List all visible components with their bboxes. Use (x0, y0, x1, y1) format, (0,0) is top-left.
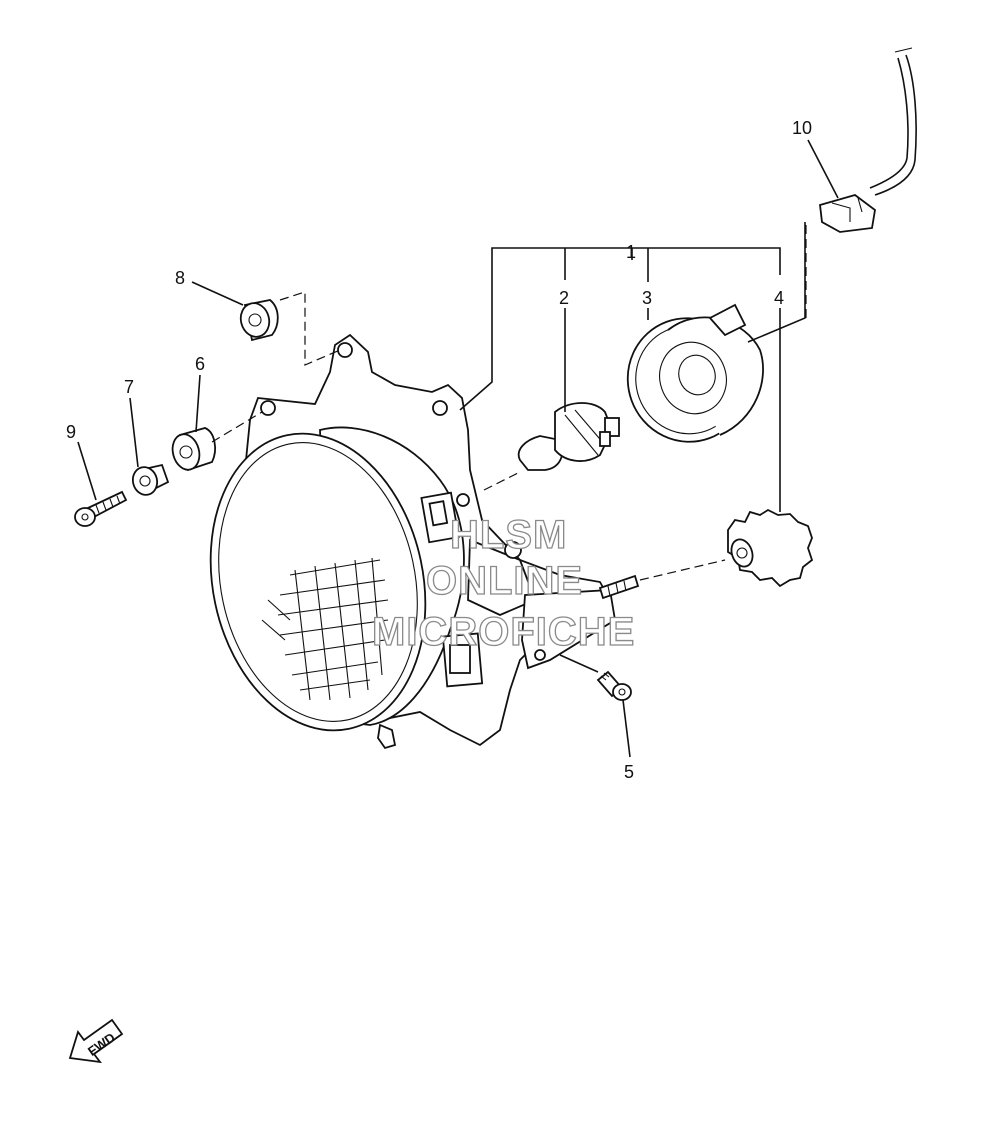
part-10-connector (819, 47, 917, 233)
headlight-unit (209, 426, 537, 750)
adjuster-screw (598, 574, 640, 600)
callout-7: 7 (124, 377, 134, 397)
part-6-grommet (171, 427, 216, 472)
watermark-line-3: MICROFICHE (372, 610, 635, 654)
callout-8: 8 (175, 268, 185, 288)
callout-10: 10 (792, 118, 812, 138)
assembly-lines (211, 225, 807, 581)
callout-1: 1 (626, 242, 636, 262)
part-2-bulb (517, 402, 620, 471)
watermark-line-1: HLSM (450, 513, 567, 557)
callout-2: 2 (559, 288, 569, 308)
lens-pattern (261, 557, 389, 701)
callout-9: 9 (66, 422, 76, 442)
callout-3: 3 (642, 288, 652, 308)
leader-lines (77, 139, 839, 758)
watermark-line-2: ONLINE (426, 559, 583, 603)
part-9-bolt (74, 490, 128, 527)
part-7-collar (131, 463, 170, 496)
watermark: HLSM ONLINE MICROFICHE (371, 512, 635, 654)
part-8-grommet (239, 299, 279, 342)
callout-4: 4 (774, 288, 784, 308)
part-4-boot (727, 508, 814, 588)
callout-5: 5 (624, 762, 634, 782)
part-5-screw (596, 670, 632, 701)
callout-6: 6 (195, 354, 205, 374)
part-3-cover (626, 303, 764, 443)
callout-labels: 1 2 3 4 5 6 7 8 9 10 (66, 118, 812, 782)
fwd-arrow-icon: FWD (68, 1018, 124, 1064)
